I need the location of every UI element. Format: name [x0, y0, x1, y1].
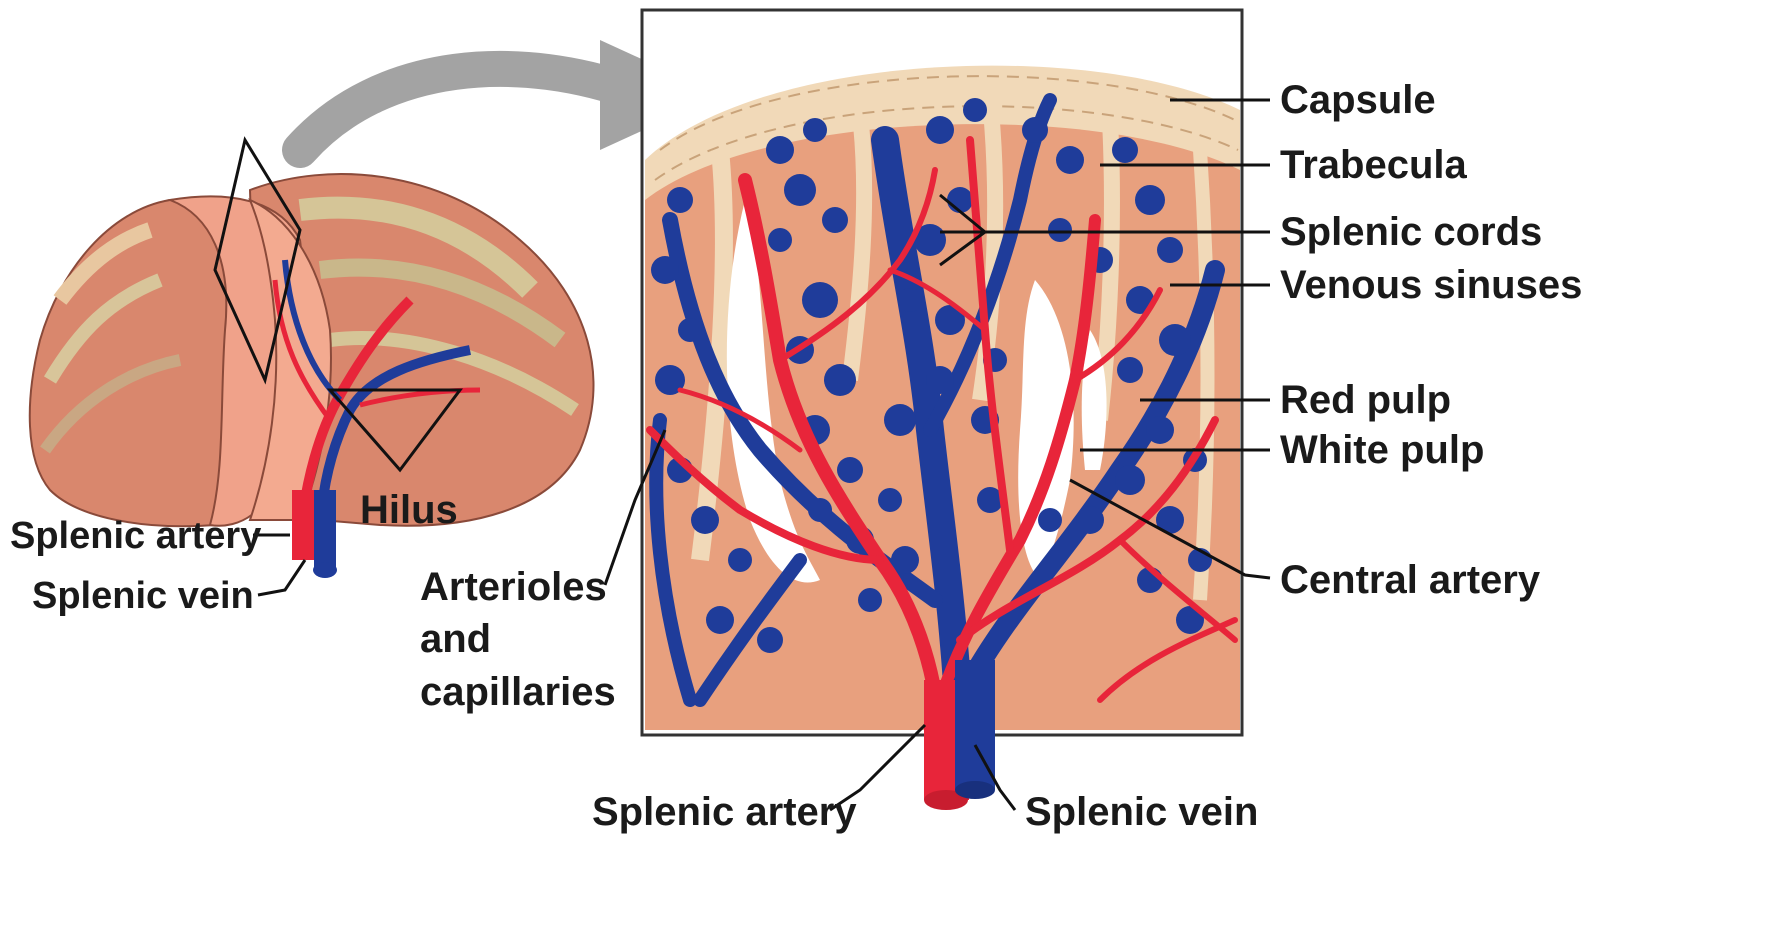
label-capillaries: capillaries	[420, 670, 616, 714]
label-white-pulp: White pulp	[1280, 428, 1484, 472]
whole-spleen	[30, 140, 594, 578]
label-left-splenic-artery: Splenic artery	[10, 515, 261, 557]
label-left-splenic-vein: Splenic vein	[32, 575, 254, 617]
label-bottom-splenic-artery: Splenic artery	[592, 790, 857, 834]
label-trabecula: Trabecula	[1280, 143, 1468, 187]
left-splenic-vein-trunk	[314, 490, 336, 570]
label-capsule: Capsule	[1280, 78, 1436, 122]
label-arterioles-and: and	[420, 617, 491, 661]
label-venous-sinuses: Venous sinuses	[1280, 263, 1582, 307]
magnified-section	[642, 10, 1242, 810]
label-red-pulp: Red pulp	[1280, 378, 1451, 422]
label-arterioles: Arterioles	[420, 565, 607, 609]
left-splenic-artery-trunk	[292, 490, 314, 560]
label-hilus: Hilus	[360, 488, 458, 532]
label-bottom-splenic-vein: Splenic vein	[1025, 790, 1258, 834]
label-central-artery: Central artery	[1280, 558, 1541, 602]
label-splenic-cords: Splenic cords	[1280, 210, 1542, 254]
trabecula-5	[1200, 150, 1208, 600]
